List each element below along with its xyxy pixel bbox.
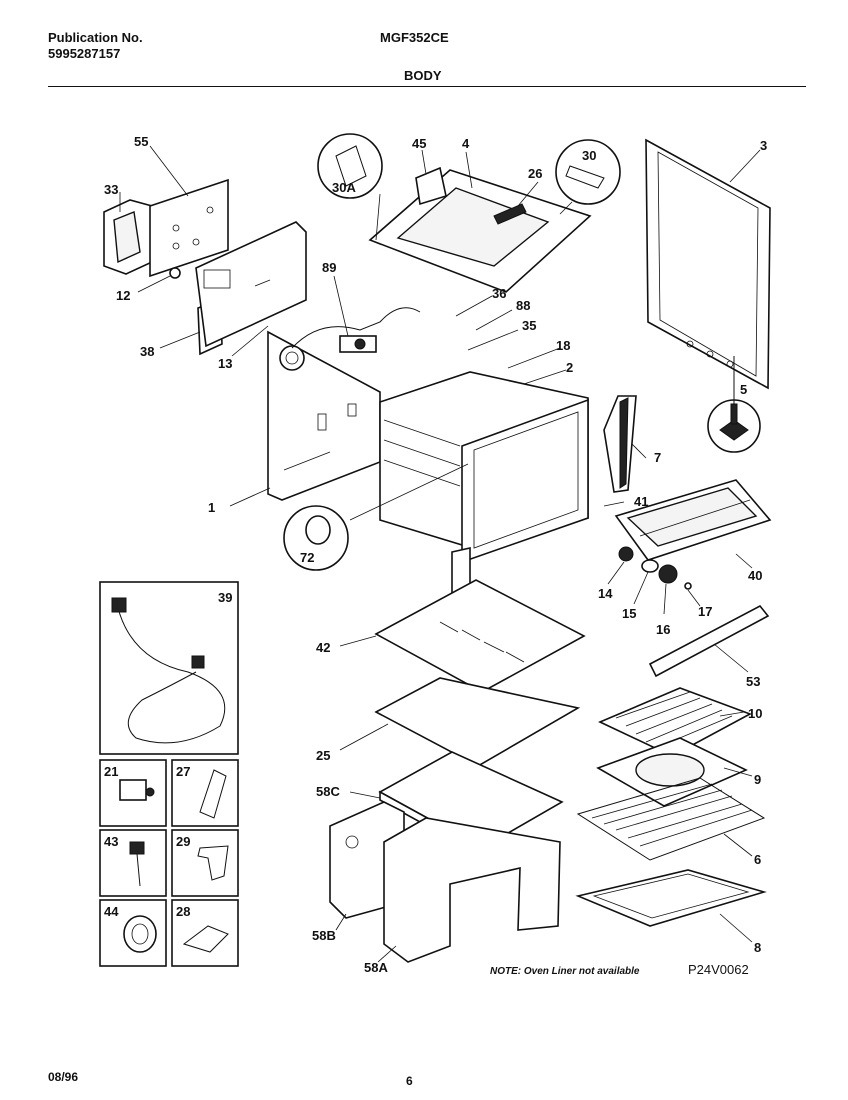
part-55-back-panel	[149, 178, 229, 278]
part-4-top-frame	[368, 166, 592, 293]
callout-18: 18	[556, 338, 570, 353]
callout-39: 39	[218, 590, 232, 605]
callout-58c: 58C	[316, 784, 340, 799]
callout-30: 30	[582, 148, 596, 163]
part-16-knob	[658, 564, 678, 584]
part-53-rail	[648, 604, 770, 678]
diagram-code: P24V0062	[688, 962, 749, 977]
callout-41: 41	[634, 494, 648, 509]
callout-38: 38	[140, 344, 154, 359]
callout-6: 6	[754, 852, 761, 867]
footer-page-number: 6	[406, 1074, 413, 1088]
callout-4: 4	[462, 136, 470, 151]
part-72-bubble	[283, 505, 349, 571]
callout-17: 17	[698, 604, 712, 619]
part-43-box	[99, 829, 167, 897]
callout-30a: 30A	[332, 180, 356, 195]
callout-27: 27	[176, 764, 190, 779]
part-39-cord-box	[99, 581, 239, 755]
callout-labels: 55 33 12 38 13 89 45 4 30A 30 26 36 88 3…	[104, 134, 767, 975]
callout-2: 2	[566, 360, 573, 375]
callout-9: 9	[754, 772, 761, 787]
part-17-clip	[684, 582, 692, 590]
callout-55: 55	[134, 134, 148, 149]
callout-53: 53	[746, 674, 760, 689]
callout-36: 36	[492, 286, 506, 301]
callout-14: 14	[598, 586, 613, 601]
part-29-box	[171, 829, 239, 897]
callout-28: 28	[176, 904, 190, 919]
part-25-panel	[374, 677, 581, 767]
callout-58a: 58A	[364, 960, 388, 975]
oven-liner-note: NOTE: Oven Liner not available	[490, 966, 640, 977]
callout-10: 10	[748, 706, 762, 721]
part-21-box	[99, 759, 167, 827]
part-40-burner	[614, 479, 772, 561]
part-33-box	[103, 199, 153, 275]
part-8-liner	[575, 869, 767, 927]
callout-72: 72	[300, 550, 314, 565]
part-12-screw	[169, 267, 181, 279]
header-rule	[48, 86, 806, 87]
part-1-side-panel	[267, 330, 381, 501]
part-10-broiler-grid	[598, 687, 752, 757]
part-58a-blanket	[383, 817, 561, 963]
part-14-grommet	[618, 546, 634, 562]
part-6-oven-rack	[576, 777, 766, 861]
callout-29: 29	[176, 834, 190, 849]
callout-25: 25	[316, 748, 330, 763]
section-title: BODY	[404, 68, 442, 83]
callout-7: 7	[654, 450, 661, 465]
callout-40: 40	[748, 568, 762, 583]
callout-8: 8	[754, 940, 761, 955]
part-28-box	[171, 899, 239, 967]
callout-5: 5	[740, 382, 747, 397]
callout-35: 35	[522, 318, 536, 333]
callout-42: 42	[316, 640, 330, 655]
callout-43: 43	[104, 834, 118, 849]
part-9-broiler-pan	[596, 737, 748, 807]
callout-45: 45	[412, 136, 426, 151]
part-42-tray	[374, 579, 586, 693]
callout-12: 12	[116, 288, 130, 303]
part-15-knob	[641, 559, 659, 573]
publication-label: Publication No.	[48, 30, 143, 45]
callout-15: 15	[622, 606, 636, 621]
callout-16: 16	[656, 622, 670, 637]
publication-number: 5995287157	[48, 46, 121, 61]
callout-44: 44	[104, 904, 119, 919]
part-7-igniter	[603, 395, 637, 493]
callout-1: 1	[208, 500, 215, 515]
rear-wall-panel	[195, 221, 307, 348]
part-27-box	[171, 759, 239, 827]
leader-lines	[119, 145, 761, 963]
part-89-component	[291, 307, 421, 353]
model-number: MGF352CE	[380, 30, 449, 45]
callout-89: 89	[322, 260, 336, 275]
part-3-door-panel	[645, 138, 771, 390]
part-44-box	[99, 899, 167, 967]
callout-58b: 58B	[312, 928, 336, 943]
callout-13: 13	[218, 356, 232, 371]
callout-26: 26	[528, 166, 542, 181]
oven-cavity	[379, 371, 589, 613]
callout-3: 3	[760, 138, 767, 153]
part-30a-bubble	[317, 133, 383, 199]
footer-date: 08/96	[48, 1070, 79, 1084]
part-5-leveler	[707, 356, 761, 453]
callout-88: 88	[516, 298, 530, 313]
callout-21: 21	[104, 764, 118, 779]
callout-33: 33	[104, 182, 118, 197]
